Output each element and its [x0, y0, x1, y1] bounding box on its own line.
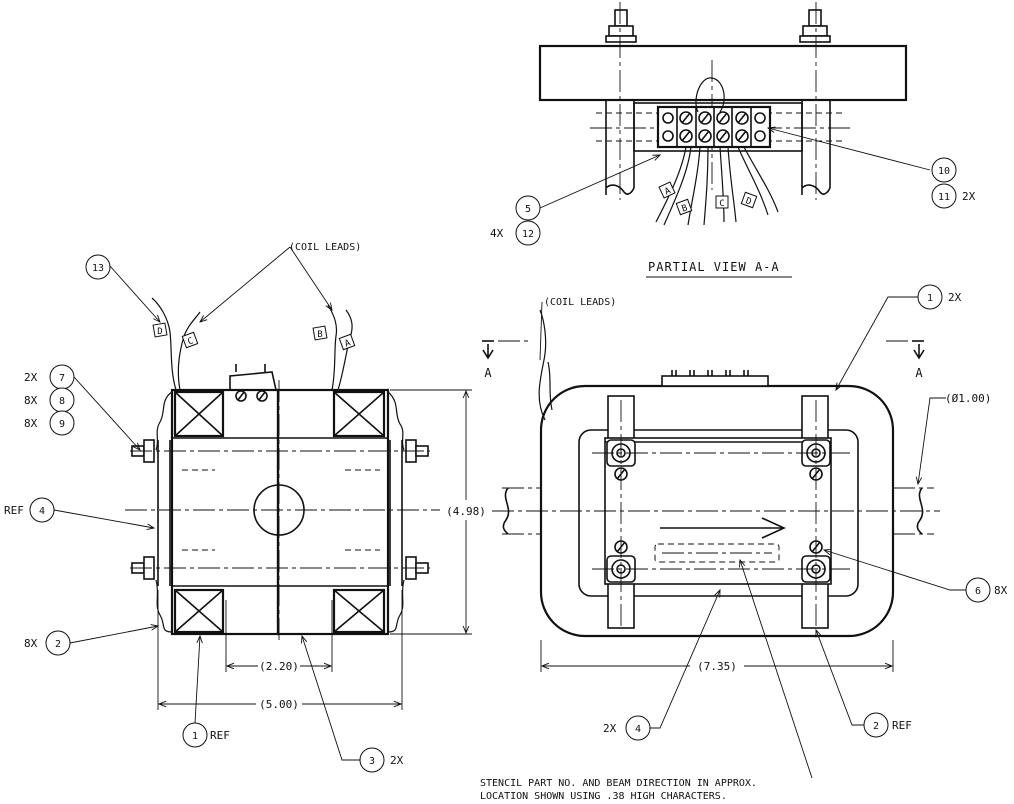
svg-text:REF: REF: [210, 729, 230, 742]
svg-text:D: D: [744, 196, 753, 207]
yoke-block: [538, 44, 908, 102]
svg-text:LOCATION SHOWN USING .38 HIGH: LOCATION SHOWN USING .38 HIGH CHARACTERS…: [480, 791, 727, 802]
coil-top-left: [173, 390, 225, 438]
svg-text:(5.00): (5.00): [259, 698, 299, 711]
dim-height: (4.98): [390, 389, 492, 635]
svg-text:8X: 8X: [994, 584, 1008, 597]
partial-view-a-a: A B C D 10 11 2X 5: [490, 2, 976, 278]
svg-text:2X: 2X: [948, 291, 962, 304]
balloon-3-2x: 3 2X: [302, 636, 404, 773]
svg-text:4: 4: [39, 506, 45, 517]
svg-text:8X: 8X: [24, 394, 38, 407]
top-stud-right: [799, 9, 831, 43]
svg-text:2X: 2X: [962, 190, 976, 203]
svg-text:B: B: [680, 203, 689, 214]
svg-text:7: 7: [59, 373, 65, 384]
section-arrow-right: A: [886, 340, 925, 380]
svg-text:(2.20): (2.20): [259, 660, 299, 673]
front-terminal-strip: [661, 370, 769, 387]
svg-text:1: 1: [192, 731, 198, 742]
svg-text:10: 10: [938, 166, 950, 177]
balloon-8: 8 8X: [24, 387, 75, 413]
svg-text:3: 3: [369, 756, 375, 767]
dim-outer-width: (5.00): [157, 590, 403, 711]
coil-bottom-left: [173, 588, 225, 634]
partial-lead-d: D: [740, 191, 758, 209]
svg-text:C: C: [719, 199, 724, 209]
svg-text:A: A: [343, 338, 352, 349]
svg-text:12: 12: [522, 229, 534, 240]
side-lead-b: B: [312, 325, 328, 341]
svg-text:B: B: [317, 330, 322, 340]
svg-text:REF: REF: [4, 504, 24, 517]
side-terminal-block: [229, 364, 277, 402]
top-stud-left: [605, 9, 637, 43]
svg-text:8X: 8X: [24, 637, 38, 650]
dim-inner-width: (2.20): [225, 600, 333, 673]
svg-text:STENCIL PART NO. AND BEAM DIRE: STENCIL PART NO. AND BEAM DIRECTION IN A…: [480, 778, 757, 789]
svg-text:11: 11: [938, 192, 950, 203]
svg-text:REF: REF: [892, 719, 912, 732]
svg-text:4: 4: [635, 724, 641, 735]
balloon-2-8x: 2 8X: [24, 626, 158, 656]
balloon-1-ref: 1 REF: [182, 636, 230, 748]
svg-text:9: 9: [59, 419, 65, 430]
svg-text:2X: 2X: [390, 754, 404, 767]
balloon-2-ref: 2 REF: [816, 630, 912, 738]
balloon-1-2x: 1 2X: [836, 284, 962, 390]
svg-text:2X: 2X: [603, 722, 617, 735]
balloon-9: 9 8X: [24, 410, 75, 436]
balloon-11: 11 2X: [931, 183, 976, 209]
partial-lead-c: C: [715, 195, 729, 209]
section-arrow-left: A: [482, 340, 530, 380]
balloon-10: 10: [931, 157, 957, 183]
balloon-6-8x: 6 8X: [824, 550, 1008, 603]
balloon-12: 12 4X: [490, 220, 541, 246]
front-coil-leads-label: (COIL LEADS): [544, 297, 616, 308]
svg-text:6: 6: [975, 586, 981, 597]
svg-text:(4.98): (4.98): [446, 505, 486, 518]
svg-text:D: D: [157, 327, 162, 337]
balloon-7: 7 2X: [24, 364, 140, 450]
dim-bore: (Ø1.00): [918, 392, 991, 484]
side-lead-c: C: [181, 331, 199, 349]
svg-text:(Ø1.00): (Ø1.00): [945, 392, 991, 405]
svg-text:C: C: [186, 336, 195, 347]
side-lead-a: A: [338, 333, 356, 351]
svg-text:4X: 4X: [490, 227, 504, 240]
side-lead-d: D: [152, 322, 168, 338]
side-view: D C B A (COIL LEADS) (4.98): [4, 242, 492, 773]
svg-text:A: A: [915, 366, 923, 380]
partial-lead-b: B: [675, 198, 693, 216]
terminal-block[interactable]: [656, 105, 772, 149]
balloon-4-2x: 4 2X: [603, 590, 720, 741]
front-view: A A: [482, 284, 1008, 779]
svg-text:5: 5: [525, 204, 531, 215]
side-coil-leads-label: (COIL LEADS): [289, 242, 361, 253]
svg-text:2: 2: [873, 721, 879, 732]
svg-text:(7.35): (7.35): [697, 660, 737, 673]
svg-text:8X: 8X: [24, 417, 38, 430]
svg-text:A: A: [663, 186, 673, 198]
svg-text:13: 13: [92, 263, 104, 274]
stencil-note: STENCIL PART NO. AND BEAM DIRECTION IN A…: [480, 778, 757, 802]
partial-view-title: PARTIAL VIEW A-A: [646, 260, 792, 278]
svg-text:8: 8: [59, 396, 65, 407]
partial-lead-a: A: [658, 181, 676, 199]
svg-text:2X: 2X: [24, 371, 38, 384]
core-half-right: [276, 388, 390, 636]
svg-text:PARTIAL VIEW A-A: PARTIAL VIEW A-A: [648, 260, 780, 274]
svg-text:A: A: [484, 366, 492, 380]
balloon-13: 13: [85, 254, 111, 280]
svg-text:2: 2: [55, 639, 61, 650]
balloon-5: 5: [515, 195, 541, 221]
coil-bottom-right: [332, 588, 386, 634]
coil-top-right: [332, 390, 386, 438]
dim-width: (7.35): [540, 640, 894, 673]
svg-text:1: 1: [927, 293, 933, 304]
balloon-4-ref: 4 REF: [4, 497, 154, 528]
